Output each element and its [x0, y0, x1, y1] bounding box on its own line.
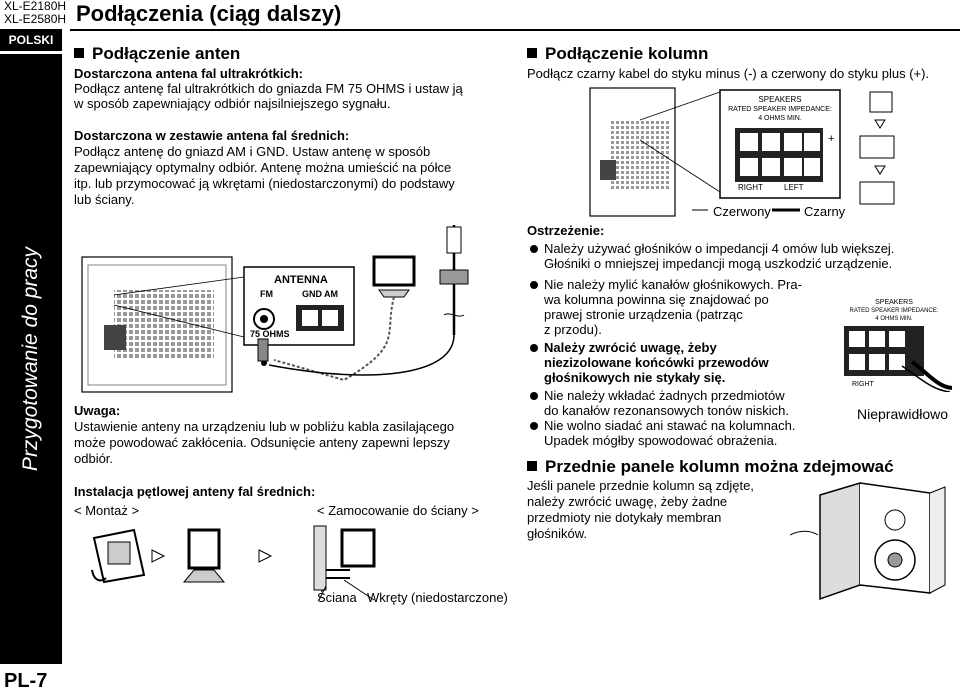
connector-insert-icon: [859, 135, 895, 159]
fm-label: FM: [260, 289, 273, 299]
am-title: Dostarczona w zestawie antena fal średni…: [74, 128, 350, 143]
speaker-panel-line1: SPEAKERS: [758, 95, 801, 104]
antenna-heading: Podłączenie anten: [74, 44, 240, 64]
front-panels-text-3: przedmioty nie dotykały membran: [527, 510, 722, 525]
warning-text: głośnikowych nie stykały się.: [544, 370, 726, 385]
note-text-1: Ustawienie anteny na urządzeniu lub w po…: [74, 419, 455, 434]
side-bar: [0, 54, 62, 664]
unit-rear-panel-2: [589, 87, 676, 217]
note-title: Uwaga:: [74, 403, 121, 418]
warning-text: Nie wolno siadać ani stawać na kolumnach…: [544, 418, 796, 433]
warning-text: Upadek mógłby spowodować obrażenia.: [544, 433, 778, 448]
speaker-panel-line2: RATED SPEAKER IMPEDANCE:: [728, 106, 832, 113]
warning-list-2: Nie należy mylić kanałów głośnikowych. P…: [527, 277, 807, 448]
small-right-label: RIGHT: [852, 381, 875, 388]
wrong-connection-diagram: SPEAKERS RATED SPEAKER IMPEDANCE: 4 OHMS…: [844, 299, 953, 392]
page-title: Podłączenia (ciąg dalszy): [76, 1, 342, 26]
speaker-cabinet-diagram: [790, 481, 946, 601]
warning-text: Należy zwrócić uwagę, żeby: [544, 340, 717, 355]
fm-text-2: w sposób zapewniający odbiór najsilniejs…: [74, 96, 391, 111]
section-label-text: Przygotowanie do pracy: [19, 246, 42, 472]
install-title: Instalacja pętlowej anteny fal średnich:: [74, 484, 316, 499]
square-bullet-icon: [74, 48, 84, 58]
screws-caption: Wkręty (niedostarczone): [367, 590, 508, 605]
square-bullet-icon-2: [527, 48, 537, 58]
left-label: LEFT: [784, 183, 804, 192]
warning-item: Nie wolno siadać ani stawać na kolumnach…: [527, 418, 807, 448]
warning-text: Należy używać głośników o impedancji 4 o…: [544, 241, 895, 256]
warning-text: z przodu).: [544, 322, 602, 337]
loop-antenna-install-diagram: [91, 525, 376, 601]
warning-list: Należy używać głośników o impedancji 4 o…: [527, 241, 947, 271]
model-number-1: XL-E2180H: [4, 0, 67, 13]
front-panels-text-4: głośników.: [527, 526, 587, 541]
speakers-heading: Podłączenie kolumn: [527, 44, 708, 64]
wrong-label: Nieprawidłowo: [857, 406, 949, 422]
black-wire-label: Czarny: [804, 204, 846, 219]
warning-text: Głośniki o mniejszej impedancji mogą usz…: [544, 256, 893, 271]
right-label: RIGHT: [738, 183, 763, 192]
wall-icon: [313, 525, 327, 591]
red-wire-label: Czerwony: [713, 204, 771, 219]
speaker-connection-diagram: SPEAKERS RATED SPEAKER IMPEDANCE: 4 OHMS…: [589, 87, 895, 217]
loop-antenna-icon: [372, 255, 416, 287]
tweeter-icon: [884, 509, 906, 531]
language-tab: POLSKI: [0, 29, 62, 51]
antenna-heading-text: Podłączenie anten: [92, 44, 241, 63]
connector-closed-icon: [859, 181, 895, 205]
front-panels-heading: Przednie panele kolumn można zdejmować: [527, 457, 894, 477]
mount-label: < Montaż >: [74, 503, 140, 518]
warning-text: wa kolumna powinna się znajdować po: [544, 292, 769, 307]
warning-text: niezizolowane końcówki przewodów: [544, 355, 769, 370]
square-bullet-icon-3: [527, 461, 537, 471]
speaker-panel-line3: 4 OHMS MIN.: [758, 115, 802, 122]
warning-text: Nie należy mylić kanałów głośnikowych. P…: [544, 277, 802, 292]
loop-antenna-mount-icon: [92, 528, 146, 584]
am-text-4: lub ściany.: [74, 192, 135, 207]
section-label: Przygotowanie do pracy: [0, 54, 62, 664]
connector-open-icon: [869, 91, 893, 113]
fm-title: Dostarczona antena fal ultrakrótkich:: [74, 66, 303, 81]
wall-caption: Ściana: [317, 590, 357, 605]
am-text-1: Podłącz antenę do gniazd AM i GND. Ustaw…: [74, 144, 431, 159]
front-panel-icon: [819, 481, 861, 601]
warning-text: do kanałów rezonansowych tonów niskich.: [544, 403, 789, 418]
unit-rear-panel: [81, 256, 233, 393]
antenna-panel-label: ANTENNA: [274, 274, 328, 286]
header-rule: [70, 29, 960, 31]
speakers-text: Podłącz czarny kabel do styku minus (-) …: [527, 66, 930, 81]
am-text-2: zapewniający optymalny odbiór. Antenę mo…: [74, 160, 452, 175]
small-panel-line1: SPEAKERS: [875, 299, 913, 306]
front-panels-heading-text: Przednie panele kolumn można zdejmować: [545, 457, 894, 476]
note-text-3: odbiór.: [74, 451, 114, 466]
antenna-connection-diagram: ANTENNA FM GND AM 75 OHMS: [81, 225, 469, 393]
small-panel-line3: 4 OHMS MIN.: [875, 316, 913, 322]
warning-item: Nie należy mylić kanałów głośnikowych. P…: [527, 277, 807, 337]
gnd-label: GND: [302, 289, 323, 299]
note-text-2: może powodować zakłócenia. Odsunięcie an…: [74, 435, 450, 450]
speakers-heading-text: Podłączenie kolumn: [545, 44, 709, 63]
small-panel-line2: RATED SPEAKER IMPEDANCE:: [850, 308, 939, 314]
warning-text: Nie należy wkładać żadnych przedmiotów: [544, 388, 785, 403]
ohms-label: 75 OHMS: [250, 329, 290, 339]
wall-mount-label: < Zamocowanie do ściany >: [317, 503, 479, 518]
plus-label: +: [828, 133, 834, 145]
arrow-icon-2: [258, 549, 273, 563]
am-label: AM: [324, 289, 338, 299]
wire-legend: [692, 208, 800, 212]
front-panels-text-2: należy zwrócić uwagę, żeby żadne: [527, 494, 728, 509]
model-numbers: XL-E2180H XL-E2580H: [4, 0, 66, 26]
front-panels-text-1: Jeśli panele przednie kolumn są zdjęte,: [527, 478, 754, 493]
warning-text: prawej stronie urządzenia (patrząc: [544, 307, 743, 322]
fm-text-1: Podłącz antenę fal ultrakrótkich do gnia…: [74, 81, 463, 96]
page-number: PL-7: [4, 670, 48, 692]
am-text-3: itp. lub przymocować ją wkrętami (niedos…: [74, 176, 455, 191]
model-number-2: XL-E2580H: [4, 12, 67, 26]
warning-item: Należy używać głośników o impedancji 4 o…: [527, 241, 947, 271]
arrow-icon: [151, 549, 166, 563]
warning-title: Ostrzeżenie:: [527, 223, 605, 238]
